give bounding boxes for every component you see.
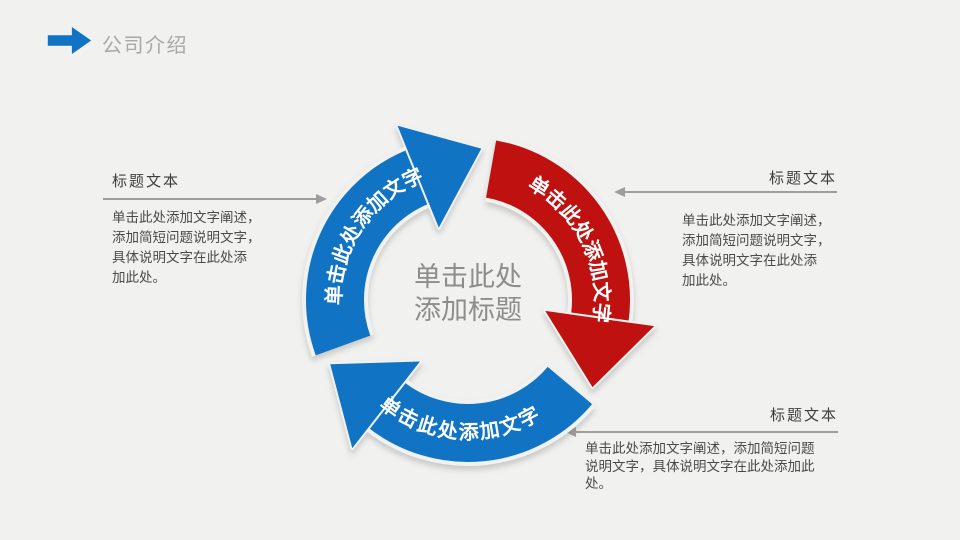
cycle-diagram: 单击此处添加文字 单击此处添加文字 单击此处添加文字 bbox=[302, 123, 657, 466]
callout-left-connector-line bbox=[103, 198, 317, 200]
cycle-arrow-right-head-icon bbox=[543, 308, 657, 390]
cycle-arrow-upper-left-head-icon bbox=[395, 123, 484, 230]
callout-left-body: 单击此处添加文字阐述， 添加简短问题说明文字， 具体说明文字在此处添 加此处。 bbox=[112, 210, 261, 285]
diagram-center-title: 单击此处 添加标题 bbox=[414, 262, 522, 325]
cycle-arrow-bottom-head-icon bbox=[328, 359, 422, 451]
callout-right-top-arrow-left-icon bbox=[614, 187, 625, 197]
callout-right-top-connector-line bbox=[625, 191, 837, 193]
callout-left-title: 标题文本 bbox=[112, 173, 181, 190]
header-arrow-icon bbox=[47, 27, 92, 54]
slide-title: 公司介绍 bbox=[102, 35, 188, 57]
callout-right-bottom-connector-line bbox=[576, 431, 838, 433]
callout-right-bottom-body: 单击此处添加文字阐述，添加简短问题 说明文字，具体说明文字在此处添加此 处。 bbox=[585, 441, 815, 491]
callout-right-top-body: 单击此处添加文字阐述， 添加简短问题说明文字， 具体说明文字在此处添 加此处。 bbox=[682, 213, 831, 288]
callout-left-arrow-right-icon bbox=[316, 194, 327, 204]
callout-right-top-title: 标题文本 bbox=[768, 170, 837, 187]
callout-right-bottom-arrow-left-icon bbox=[565, 427, 576, 437]
callout-right-bottom-title: 标题文本 bbox=[769, 407, 838, 424]
cycle-arrow-bottom: 单击此处添加文字 bbox=[328, 359, 596, 466]
